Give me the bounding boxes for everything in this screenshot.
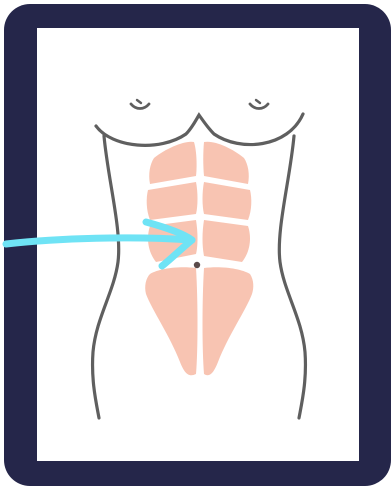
navel — [194, 262, 200, 268]
right-nipple-tick — [256, 100, 260, 103]
left-nipple-mark — [131, 104, 149, 109]
right-nipple-mark — [250, 104, 268, 109]
left-body-outline — [93, 136, 119, 418]
right-body-outline — [279, 136, 305, 418]
left-nipple-tick — [137, 100, 141, 103]
right-rectus-abdominis — [203, 142, 254, 376]
chest-outline — [96, 114, 303, 145]
